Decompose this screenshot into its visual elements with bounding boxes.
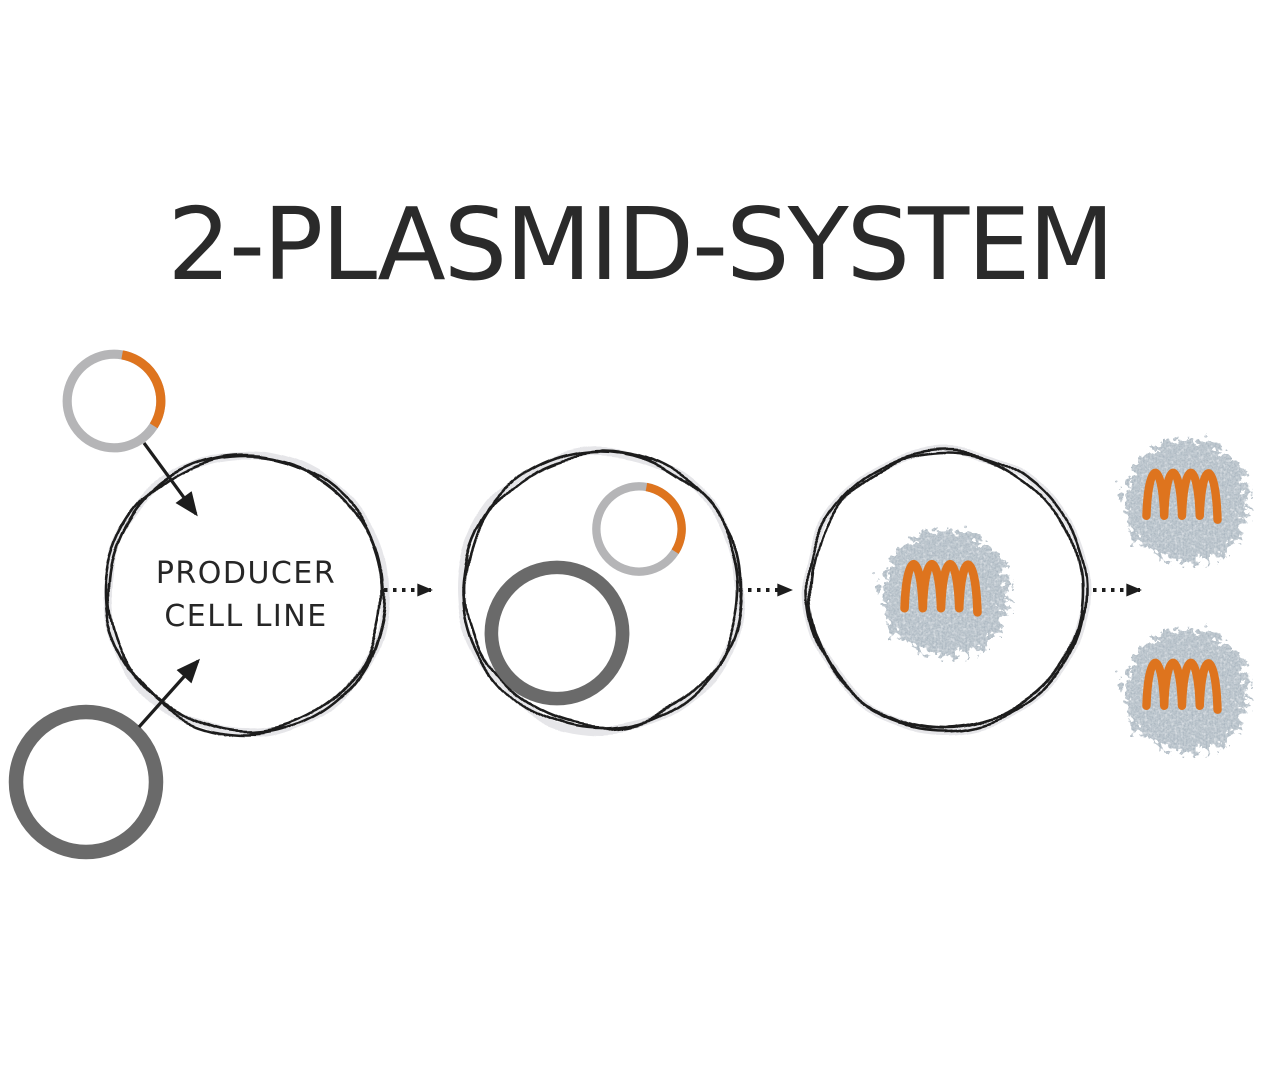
producer-cell-label: PRODUCER CELL LINE	[96, 552, 396, 638]
virus-particle-icon	[1119, 434, 1243, 558]
cell-membrane-outer-line	[804, 448, 1088, 732]
cell-membrane-outer-line	[104, 452, 388, 736]
helper-plasmid-standalone	[6, 702, 166, 862]
released-virus-top	[1102, 417, 1260, 575]
virus-particle-icon	[1119, 624, 1243, 748]
producer-cell-label-line2: CELL LINE	[164, 599, 328, 634]
cell-membrane-inner-line	[807, 451, 1085, 729]
released-virus-bottom	[1102, 607, 1260, 765]
producer-cell-label-line1: PRODUCER	[155, 556, 337, 591]
transfer-plasmid-standalone	[58, 345, 170, 457]
virus-producing-cell	[802, 446, 1090, 734]
transfected-cell	[458, 446, 746, 734]
transfer-plasmid-icon	[67, 354, 161, 448]
helper-plasmid-icon	[16, 712, 156, 852]
virus-particle-icon	[876, 524, 1004, 652]
cell-membrane-inner-line	[107, 455, 385, 733]
diagram-title: 2-PLASMID-SYSTEM	[167, 186, 1114, 303]
